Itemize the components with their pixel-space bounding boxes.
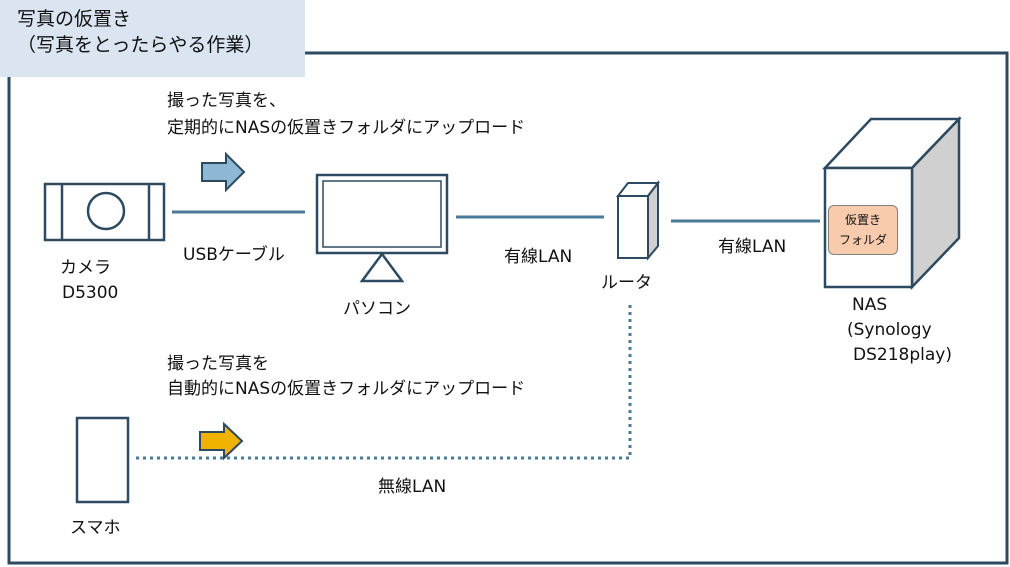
wireless-lan-label: 無線LAN [378, 477, 447, 497]
nas-model-label: DS218play) [853, 345, 952, 365]
title-box: 写真の仮置き （写真をとったらやる作業） [0, 0, 305, 77]
nas-temp-folder: 仮置き フォルダ [828, 205, 898, 255]
wireless-lan-line [135, 305, 632, 460]
top-annotation-line-1: 撮った写真を、 [167, 91, 286, 111]
nas-folder-label-line-1: 仮置き [844, 213, 881, 227]
bottom-annotation-line-1: 撮った写真を [167, 354, 269, 374]
monitor-icon [315, 173, 449, 283]
nas-icon [822, 115, 962, 291]
nas-folder-label-line-2: フォルダ [838, 233, 887, 247]
bottom-upload-arrow-icon [199, 421, 244, 461]
router-icon [615, 180, 661, 261]
nas-vendor-label: (Synology [847, 320, 932, 340]
title-line-1: 写真の仮置き [17, 8, 132, 30]
nas-label: NAS [852, 295, 888, 315]
wired-lan-label-router-nas: 有線LAN [718, 237, 787, 257]
pc-label: パソコン [343, 299, 411, 319]
wired-lan-label-pc-router: 有線LAN [504, 247, 573, 267]
title-line-2: （写真をとったらやる作業） [17, 34, 264, 56]
bottom-annotation-line-2: 自動的にNASの仮置きフォルダにアップロード [167, 379, 526, 399]
top-upload-arrow-icon [201, 151, 246, 193]
camera-icon [43, 182, 166, 242]
top-annotation-line-2: 定期的にNASの仮置きフォルダにアップロード [167, 118, 526, 138]
usb-cable-label: USBケーブル [183, 245, 285, 265]
router-label: ルータ [601, 273, 652, 293]
outer-frame [7, 51, 1009, 565]
smartphone-icon [75, 416, 130, 504]
camera-model-label: D5300 [62, 283, 119, 303]
smartphone-label: スマホ [70, 518, 121, 538]
camera-label: カメラ [60, 258, 111, 278]
